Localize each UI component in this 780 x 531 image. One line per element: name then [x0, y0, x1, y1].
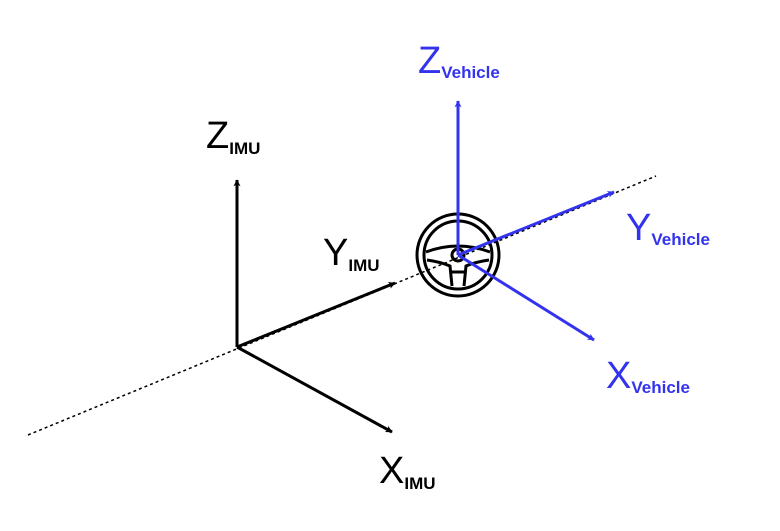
imu-y-label: YIMU	[323, 232, 380, 275]
vehicle-x-label: XVehicle	[606, 355, 690, 397]
vehicle-y-axis	[457, 190, 615, 257]
imu-z-label: ZIMU	[206, 115, 260, 158]
vehicle-z-label: ZVehicle	[418, 40, 500, 82]
imu-x-axis	[236, 345, 393, 434]
vehicle-y-label: YVehicle	[626, 207, 710, 249]
dotted-axis-line	[27, 175, 657, 436]
imu-frame	[233, 179, 396, 434]
vehicle-frame	[454, 100, 615, 342]
vehicle-x-axis	[457, 253, 595, 342]
imu-y-axis	[236, 281, 396, 349]
imu-x-label: XIMU	[379, 450, 436, 493]
